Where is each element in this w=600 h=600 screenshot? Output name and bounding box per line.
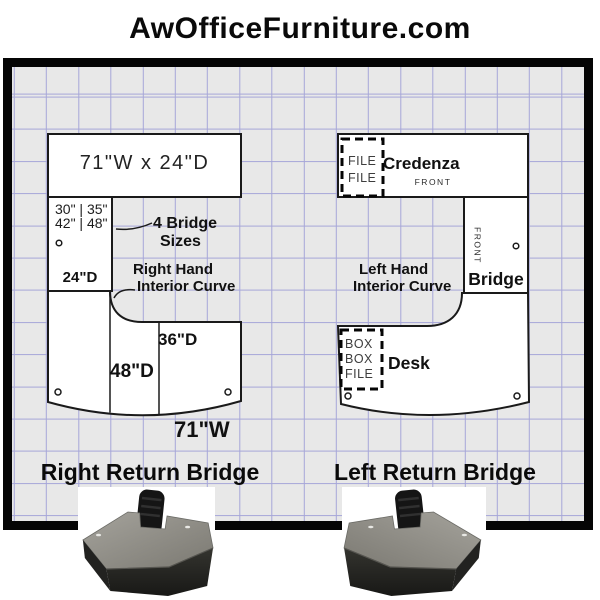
bridge-front-label: FRONT (472, 227, 483, 264)
left-return-bridge-desk-photo (342, 487, 486, 600)
desk-pedestal-file: FILE (345, 367, 374, 381)
caption-left-return-bridge: Left Return Bridge (334, 459, 536, 485)
graph-paper-grid (12, 67, 584, 521)
right-hand-curve-note-line2: Interior Curve (137, 278, 236, 295)
bridge-label: Bridge (468, 269, 524, 289)
credenza-pedestal-file-1: FILE (348, 154, 377, 168)
left-desk-width-label: 71"W (174, 417, 230, 442)
left-hand-curve-note-line1: Left Hand (359, 261, 429, 278)
bridge-sizes-line2: 42" | 48" (55, 215, 108, 231)
credenza-front-label: FRONT (414, 177, 452, 187)
desk-label: Desk (388, 353, 430, 373)
left-desk-depth-48-label: 48"D (110, 361, 154, 382)
bridge-sizes-callout-line1: 4 Bridge (153, 215, 218, 232)
page-title: AwOfficeFurniture.com (129, 12, 471, 45)
left-bridge-depth-label: 24"D (62, 269, 98, 286)
bridge-sizes-callout-line2: Sizes (160, 233, 201, 250)
bridge-sizes-line1: 30" | 35" (55, 201, 108, 217)
right-return-bridge-desk-photo (78, 487, 215, 600)
left-credenza-size-label: 71"W x 24"D (79, 152, 210, 174)
left-desk-depth-36-label: 36"D (158, 330, 198, 349)
caption-right-return-bridge: Right Return Bridge (40, 459, 260, 485)
right-hand-curve-note-line1: Right Hand (133, 261, 213, 278)
credenza-pedestal-file-2: FILE (348, 171, 377, 185)
desk-pedestal-box-2: BOX (345, 352, 373, 366)
credenza-label: Credenza (383, 154, 460, 173)
desk-pedestal-box-1: BOX (345, 337, 373, 351)
left-hand-curve-note-line2: Interior Curve (353, 278, 452, 295)
